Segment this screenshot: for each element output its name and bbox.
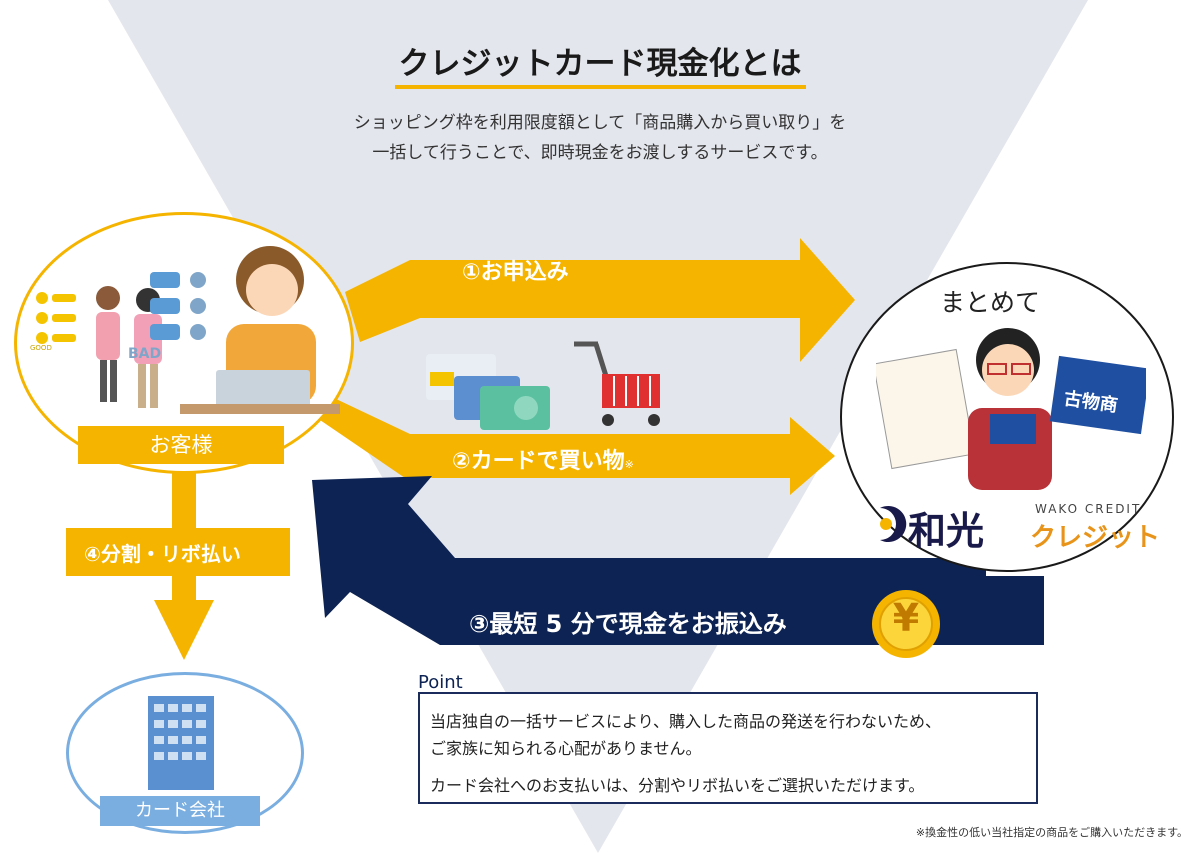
step4-label: ④分割・リボ払い bbox=[84, 542, 241, 566]
good-label: GOOD bbox=[30, 344, 52, 352]
brand-name-jp: 和光 bbox=[908, 508, 985, 553]
step2-label: ②カードで買い物※ bbox=[452, 449, 634, 474]
description-line-2: 一括して行うことで、即時現金をお渡しするサービスです。 bbox=[372, 143, 828, 163]
step3-arrow bbox=[312, 476, 1044, 645]
step3-label: ③最短 5 分で現金をお振込み bbox=[469, 610, 787, 638]
customer-label: お客様 bbox=[78, 426, 284, 464]
point-paragraph-1: 当店独自の一括サービスにより、購入した商品の発送を行わないため、 ご家族に知られ… bbox=[430, 712, 942, 758]
description: ショッピング枠を利用限度額として「商品購入から買い取り」を 一括して行うことで、… bbox=[0, 108, 1200, 168]
point-paragraph-2: カード会社へのお支払いは、分割やリボ払いをご選択いただけます。 bbox=[430, 776, 925, 795]
yen-symbol: ¥ bbox=[892, 596, 920, 640]
bad-label: BAD bbox=[128, 346, 162, 362]
card-company-label: カード会社 bbox=[100, 796, 260, 826]
building-icon bbox=[148, 696, 214, 790]
step4-band bbox=[66, 528, 290, 576]
step2-arrow bbox=[320, 398, 835, 495]
page-title: クレジットカード現金化とは bbox=[0, 38, 1200, 89]
customer-illustration bbox=[36, 246, 340, 414]
step1-arrow bbox=[345, 238, 855, 362]
brand-logo-icon bbox=[880, 506, 907, 542]
point-title: Point bbox=[418, 672, 463, 693]
brand-name-kana: クレジット bbox=[1030, 523, 1161, 553]
step1-label: ①お申込み bbox=[462, 260, 569, 285]
yen-coin-icon bbox=[872, 590, 940, 658]
description-line-1: ショッピング枠を利用限度額として「商品購入から買い取り」を bbox=[353, 113, 847, 133]
point-box: 当店独自の一括サービスにより、購入した商品の発送を行わないため、 ご家族に知られ… bbox=[418, 692, 1038, 804]
shop-illustration bbox=[876, 328, 1146, 490]
brand-name-en: WAKO CREDIT bbox=[1035, 502, 1142, 516]
cards-and-cart-illustration bbox=[426, 341, 660, 430]
footnote: ※換金性の低い当社指定の商品をご購入いただきます。 bbox=[915, 826, 1188, 839]
together-label: まとめて bbox=[940, 288, 1041, 317]
